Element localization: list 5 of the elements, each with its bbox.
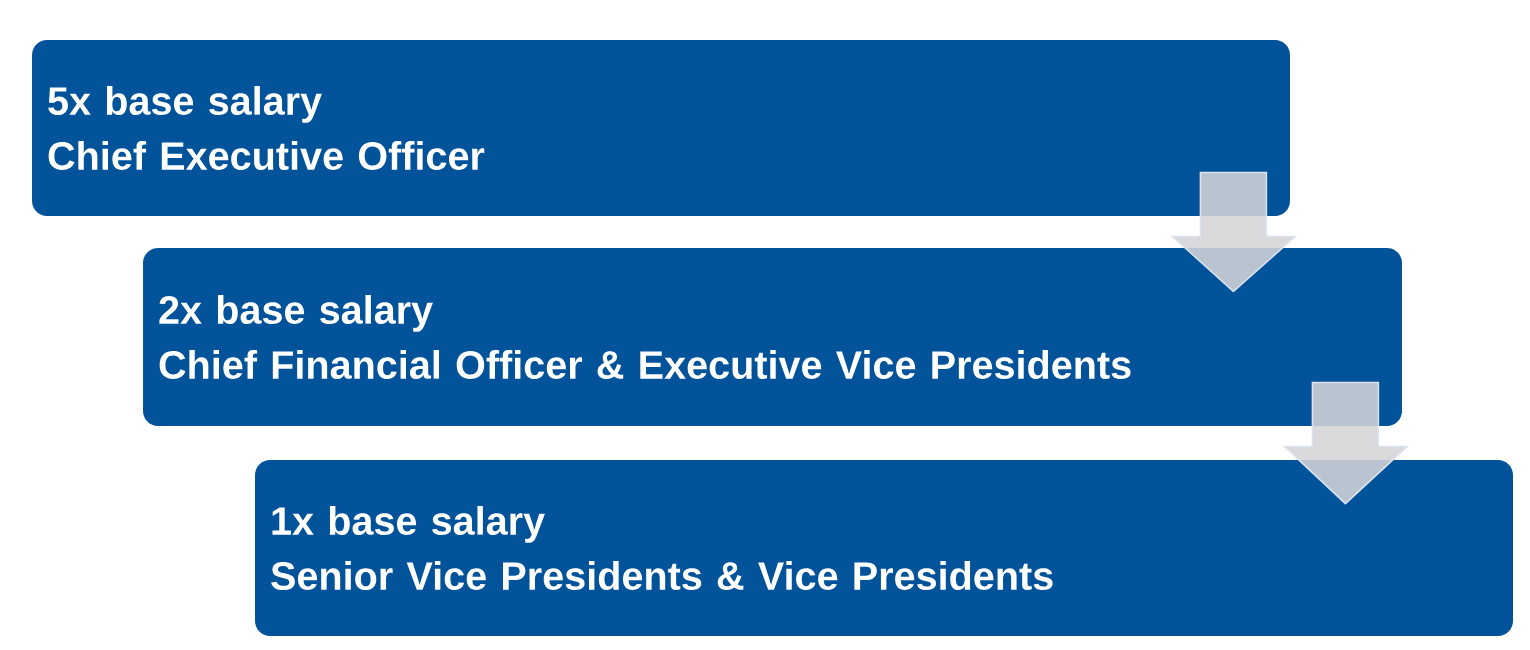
process-box: 1x base salary Senior Vice Presidents & Vice Presidents <box>255 460 1513 636</box>
block-arrow <box>1170 171 1298 293</box>
block-arrow <box>1282 381 1410 505</box>
process-box: 5x base salary Chief Executive Officer <box>32 40 1290 216</box>
process-box: 2x base salary Chief Financial Officer & Executive Vice Presidents <box>143 248 1402 426</box>
